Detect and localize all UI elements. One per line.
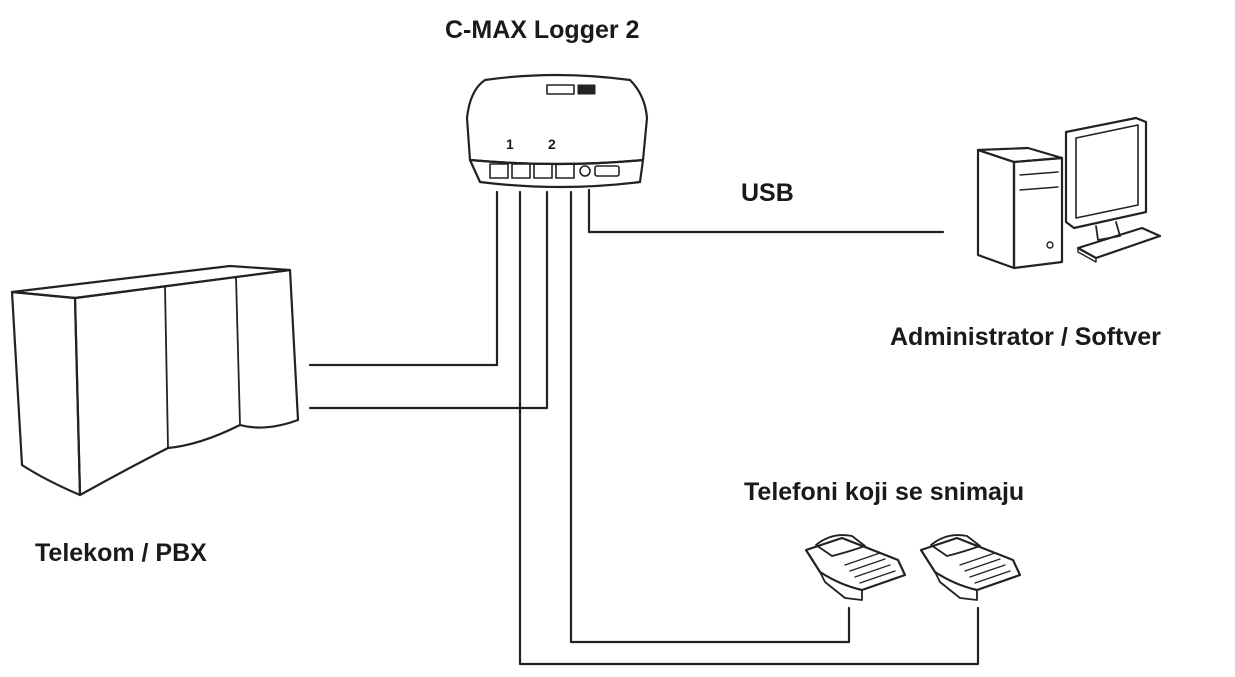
usb-label: USB <box>741 179 794 207</box>
wires <box>308 188 980 666</box>
wire-phone-2 <box>518 190 980 666</box>
pbx-cabinet-icon <box>10 264 300 497</box>
desk-phone-icon <box>919 534 1022 601</box>
desk-phone-icon <box>804 534 907 601</box>
administrator-label: Administrator / Softver <box>890 323 1161 351</box>
wire-pbx-port-1 <box>308 190 499 367</box>
desktop-computer-icon <box>976 116 1162 270</box>
wire-usb <box>587 188 945 234</box>
wire-phone-1 <box>569 190 851 644</box>
port-2-label: 2 <box>548 136 556 152</box>
telekom-label: Telekom / PBX <box>35 539 207 567</box>
wire-pbx-port-2 <box>308 190 549 410</box>
phones-label: Telefoni koji se snimaju <box>744 478 1025 506</box>
logger-device-icon <box>465 73 649 189</box>
device-title: C-MAX Logger 2 <box>445 16 640 44</box>
port-1-label: 1 <box>506 136 514 152</box>
